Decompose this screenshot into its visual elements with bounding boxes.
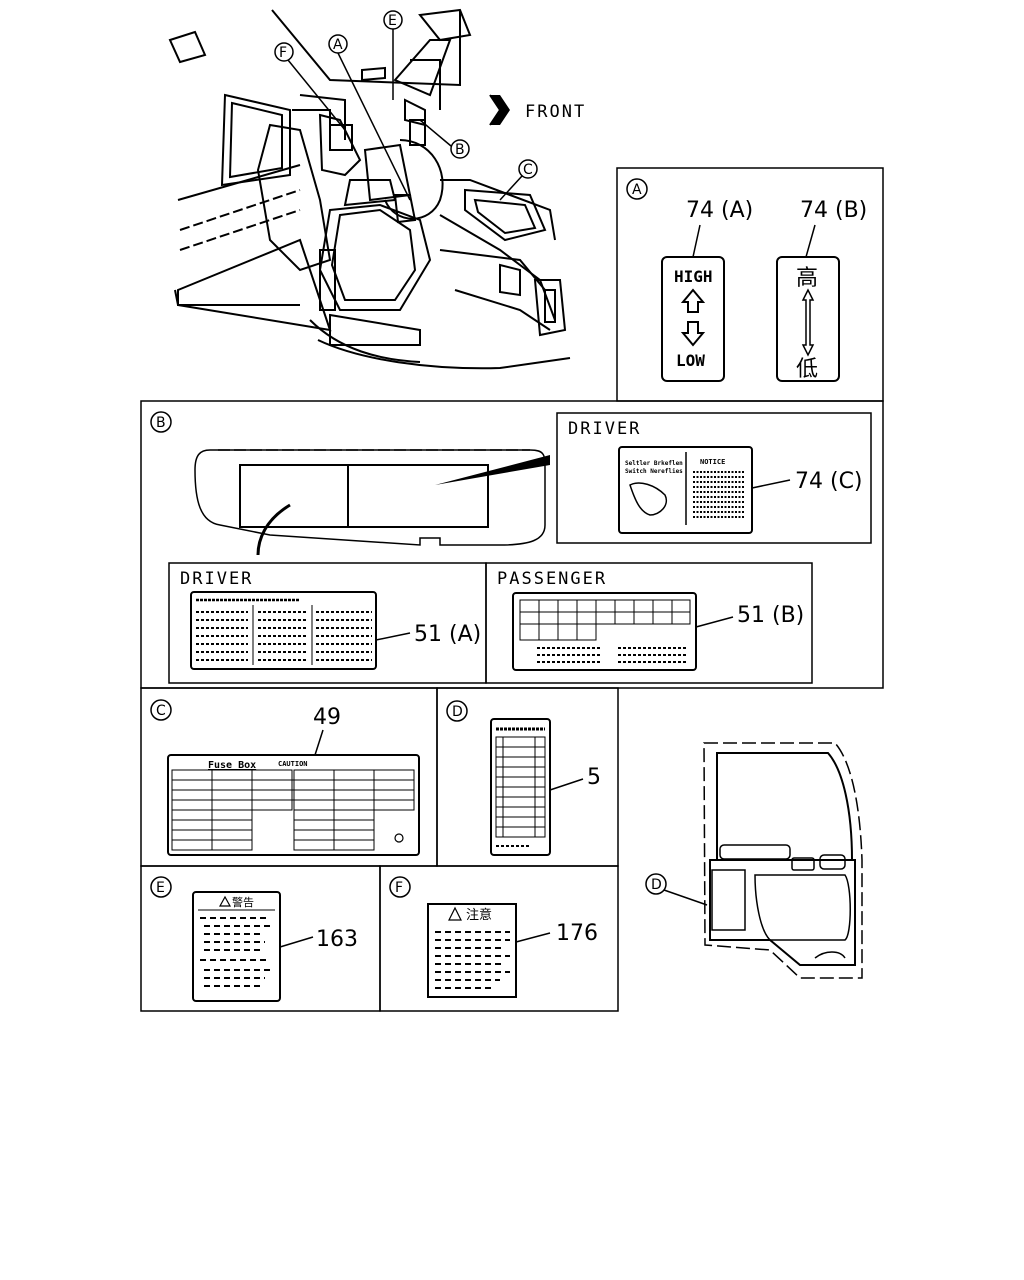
label-74b: [776, 256, 840, 382]
part-51b: 51 (B): [737, 603, 804, 628]
panel-b: B DRIVER Seltler Brkeflen Switch Nerefli…: [140, 400, 884, 689]
part-51a: 51 (A): [414, 622, 481, 647]
part-5: 5: [587, 765, 601, 790]
part-49: 49: [313, 705, 341, 730]
front-arrow-icon: [490, 95, 510, 125]
switch-text-2: Switch Nereflies: [625, 468, 683, 475]
panel-e: E 警告 163: [140, 865, 381, 1012]
callout-f: F: [279, 45, 287, 61]
front-label: FRONT: [525, 102, 586, 122]
pointer-to-51a: [256, 503, 291, 556]
panel-d-letter: D: [452, 704, 463, 720]
down-arrow-icon: [680, 321, 706, 347]
label-74a-high: HIGH: [674, 267, 713, 286]
panel-f: F 注意 176: [379, 865, 619, 1012]
notice-title: NOTICE: [700, 458, 725, 466]
warning-title: 警告: [232, 895, 254, 909]
door-callout-d: D: [651, 877, 662, 893]
panel-f-letter: F: [395, 880, 403, 896]
panel-d: D 5: [436, 687, 619, 867]
panel-c: C 49 Fuse Box CAUTION: [140, 687, 438, 867]
label-176: [427, 903, 517, 998]
callout-a: A: [333, 37, 343, 53]
label-74b-high: 高: [796, 266, 818, 291]
label-74a: [661, 256, 725, 382]
callout-c: C: [523, 162, 533, 178]
door-illustration: [703, 742, 863, 979]
part-163: 163: [316, 927, 358, 952]
passenger-title: PASSENGER: [497, 569, 607, 589]
panel-e-letter: E: [156, 880, 165, 896]
part-176: 176: [556, 921, 598, 946]
part-74a: 74 (A): [686, 198, 753, 223]
label-74b-low: 低: [796, 357, 818, 382]
cab-interior-illustration: [168, 8, 571, 370]
up-arrow-icon: [680, 288, 706, 313]
driver-title: DRIVER: [180, 569, 253, 589]
caution-label: CAUTION: [278, 760, 308, 768]
label-74a-low: LOW: [676, 351, 705, 370]
part-74b: 74 (B): [800, 198, 867, 223]
switch-hand-icon: [629, 482, 667, 516]
panel-b-letter: B: [156, 415, 166, 431]
fuse-box-title: Fuse Box: [208, 760, 256, 771]
label-74c: [618, 446, 753, 534]
warning-icon: [218, 895, 232, 907]
double-arrow-icon: [801, 288, 815, 357]
switch-text-1: Seltler Brkeflen: [625, 460, 683, 467]
panel-c-letter: C: [156, 703, 166, 719]
label-5: [490, 718, 551, 856]
cab-callouts: A B C E F: [274, 10, 538, 201]
label-51b: [512, 592, 697, 671]
label-49: [167, 754, 420, 856]
panel-a: A 74 (A) 74 (B) HIGH LOW 高 低: [616, 167, 884, 402]
caution-icon: [448, 906, 462, 921]
part-74c: 74 (C): [795, 469, 863, 494]
label-51a: [190, 591, 377, 670]
callout-e: E: [388, 13, 397, 29]
panel-a-letter: A: [632, 182, 642, 198]
driver-top-title: DRIVER: [568, 419, 641, 439]
callout-b: B: [455, 142, 465, 158]
pointer-to-74c: [435, 455, 550, 485]
caution-title: 注意: [466, 907, 492, 923]
